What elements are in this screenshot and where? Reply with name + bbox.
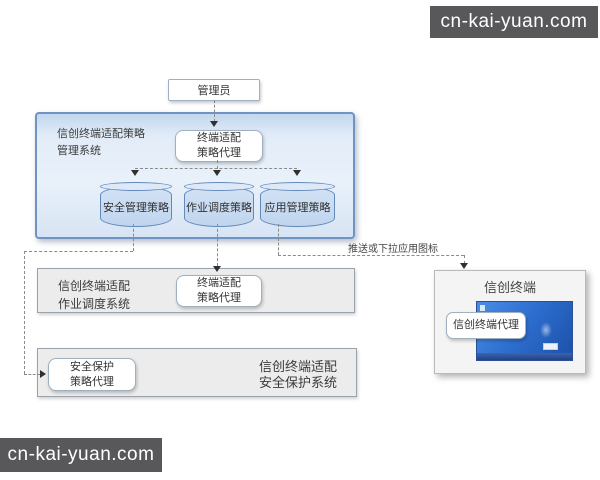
admin-label: 管理员 xyxy=(197,85,231,97)
desktop-wallpaper-highlight xyxy=(540,322,552,338)
terminal-adapt-policy-agent-box-top: 终端适配 策略代理 xyxy=(175,130,263,162)
agent-label-line2: 策略代理 xyxy=(197,147,241,159)
desktop-shortcut-icon xyxy=(480,305,485,311)
desktop-dialog-window xyxy=(543,343,558,350)
agent-label-line1: 安全保护 xyxy=(70,360,114,373)
arrowhead-into-security-agent xyxy=(40,370,46,378)
cylinder-top-ellipse xyxy=(260,182,335,191)
agent-label-line1: 终端适配 xyxy=(197,132,241,145)
policy-system-label-line1: 信创终端适配策略 xyxy=(57,128,145,140)
connector-app-db-down xyxy=(278,224,279,255)
connector-app-route-right xyxy=(278,255,464,256)
desktop-taskbar xyxy=(477,353,572,360)
connector-admin-to-agent xyxy=(214,100,215,122)
agent-label-line2: 策略代理 xyxy=(197,292,241,304)
cylinder-top-ellipse xyxy=(100,182,172,191)
cylinder-label: 应用管理策略 xyxy=(264,202,331,214)
arrowhead-into-job-db xyxy=(213,170,221,176)
terminal-agent-box: 信创终端代理 xyxy=(446,312,526,339)
connector-security-route-down xyxy=(24,251,25,374)
watermark-top-right: cn-kai-yuan.com xyxy=(430,6,598,38)
policy-management-system-container: 信创终端适配策略 管理系统 终端适配 策略代理 安全管理策略 作业调度策略 应用… xyxy=(35,112,355,239)
connector-security-db-down xyxy=(133,224,134,251)
arrowhead-into-middle-agent xyxy=(213,266,221,272)
connector-app-route-down xyxy=(464,255,465,264)
connector-agent-to-branch xyxy=(217,160,218,169)
cylinder-label: 作业调度策略 xyxy=(186,202,252,214)
job-policy-db-cylinder: 作业调度策略 xyxy=(184,182,254,227)
cylinder-top-ellipse xyxy=(184,182,254,191)
connector-branch-horizontal xyxy=(135,168,297,169)
policy-system-label-line2: 管理系统 xyxy=(57,144,101,157)
xinchuang-terminal-container: 信创终端 信创终端代理 xyxy=(434,270,586,374)
watermark-bottom-left: cn-kai-yuan.com xyxy=(0,438,162,472)
security-system-label: 信创终端适配 安全保护系统 xyxy=(234,359,362,390)
admin-box: 管理员 xyxy=(168,79,260,101)
connector-security-route-right xyxy=(24,374,40,375)
arrowhead-into-top-agent xyxy=(210,121,218,127)
agent-label-line2: 策略代理 xyxy=(70,375,114,388)
push-pull-app-icon-label: 推送或下拉应用图标 xyxy=(348,244,438,255)
policy-system-label: 信创终端适配策略 管理系统 xyxy=(57,126,145,159)
terminal-agent-label: 信创终端代理 xyxy=(453,319,519,332)
security-system-label-line1: 信创终端适配 xyxy=(258,359,337,374)
job-system-label-line2: 作业调度系统 xyxy=(58,297,131,311)
security-system-label-line2: 安全保护系统 xyxy=(258,374,337,390)
app-policy-db-cylinder: 应用管理策略 xyxy=(260,182,335,227)
security-protection-system-container: 安全保护 策略代理 信创终端适配 安全保护系统 xyxy=(37,348,357,397)
terminal-title: 信创终端 xyxy=(483,280,536,295)
job-system-label-line1: 信创终端适配 xyxy=(58,279,131,293)
connector-job-db-down xyxy=(217,224,218,266)
cylinder-body xyxy=(260,186,335,227)
cylinder-body xyxy=(184,186,254,227)
security-protect-policy-agent-box: 安全保护 策略代理 xyxy=(48,358,136,391)
terminal-adapt-policy-agent-box-middle: 终端适配 策略代理 xyxy=(176,275,262,307)
connector-security-route-left xyxy=(24,251,133,252)
agent-label-line1: 终端适配 xyxy=(197,277,241,290)
job-scheduling-system-container: 信创终端适配 作业调度系统 终端适配 策略代理 xyxy=(37,268,355,313)
job-system-label: 信创终端适配 作业调度系统 xyxy=(58,277,130,313)
arrowhead-into-security-db xyxy=(131,170,139,176)
arrowhead-into-app-db xyxy=(293,170,301,176)
cylinder-label: 安全管理策略 xyxy=(103,202,169,214)
arrowhead-into-terminal xyxy=(460,263,468,269)
security-policy-db-cylinder: 安全管理策略 xyxy=(100,182,172,227)
